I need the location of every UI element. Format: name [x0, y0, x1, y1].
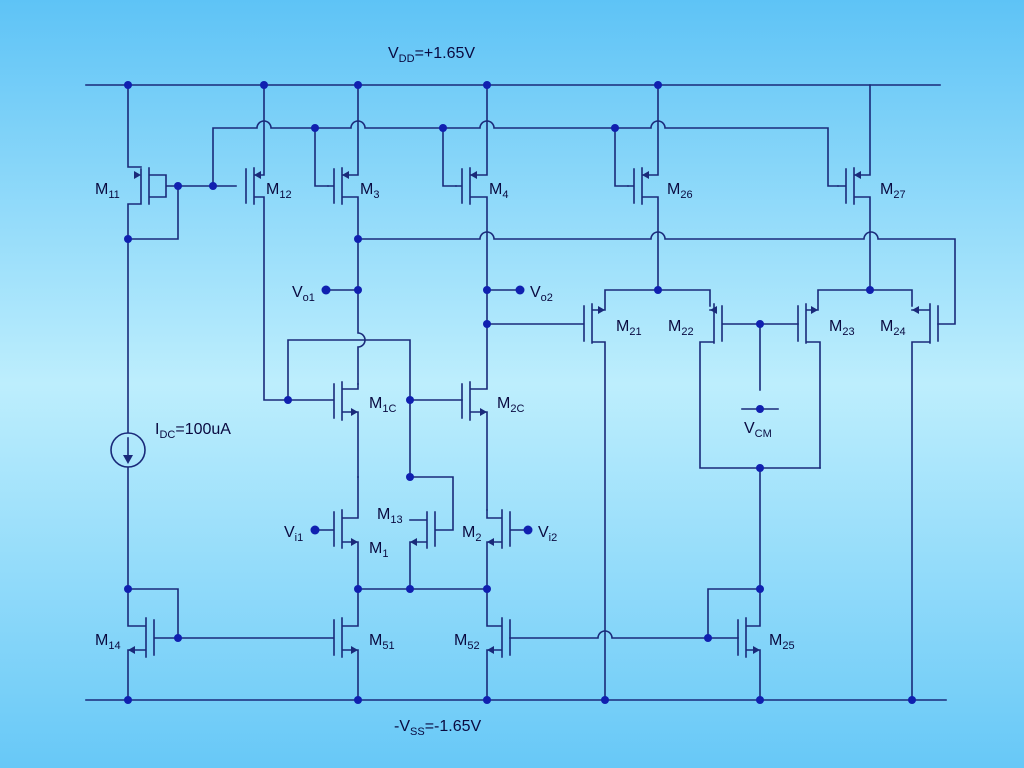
- label-m13: M13: [377, 506, 403, 526]
- label-m52: M52: [454, 632, 480, 652]
- transistor-m13: [409, 399, 454, 590]
- idc-label: IDC=100uA: [155, 421, 231, 441]
- cmfb-line: [357, 231, 956, 325]
- rails: [85, 84, 947, 701]
- transistor-m14: [127, 238, 179, 701]
- label-vo2: Vo2: [530, 284, 553, 304]
- transistor-m23-m24: [797, 289, 939, 701]
- label-m1c: M1C: [369, 395, 396, 415]
- current-source-idc: [110, 432, 146, 468]
- label-m2c: M2C: [497, 395, 524, 415]
- transistor-m1: [314, 476, 359, 590]
- transistor-m27: [837, 84, 871, 291]
- label-m4: M4: [489, 181, 508, 201]
- junction-dots: [124, 81, 916, 704]
- vcm-node: [741, 323, 779, 410]
- label-m3: M3: [360, 181, 379, 201]
- label-vi1: Vi1: [284, 524, 303, 544]
- label-m11: M11: [95, 181, 120, 201]
- label-m25: M25: [769, 632, 795, 652]
- transistor-m52: [486, 588, 739, 701]
- pmos-bias-line: [177, 120, 839, 187]
- transistor-m1c: [287, 339, 463, 478]
- transistor-m51: [177, 588, 359, 701]
- transistor-m25: [707, 467, 761, 701]
- label-m22: M22: [668, 318, 694, 338]
- transistor-m2: [357, 509, 529, 590]
- labels: VDD=+1.65V -VSS=-1.65V IDC=100uA M11 M12…: [95, 45, 906, 738]
- label-m12: M12: [266, 181, 292, 201]
- transistor-m3: [327, 84, 359, 240]
- transistor-m4: [455, 84, 488, 291]
- label-m51: M51: [369, 632, 395, 652]
- vdd-label: VDD=+1.65V: [388, 45, 475, 65]
- label-m26: M26: [667, 181, 693, 201]
- label-m27: M27: [880, 181, 906, 201]
- transistor-m12: [245, 84, 289, 401]
- label-m1: M1: [369, 540, 388, 560]
- label-m23: M23: [829, 318, 855, 338]
- label-m21: M21: [616, 318, 642, 338]
- label-vi2: Vi2: [538, 524, 557, 544]
- label-m2: M2: [462, 524, 481, 544]
- label-vcm: VCM: [744, 420, 772, 440]
- output-taps: [325, 238, 521, 385]
- vss-label: -VSS=-1.65V: [394, 718, 482, 738]
- label-vo1: Vo1: [292, 284, 315, 304]
- transistor-m2c: [461, 289, 488, 511]
- transistor-m26: [627, 84, 659, 291]
- transistor-m11: [127, 84, 179, 240]
- label-m14: M14: [95, 632, 121, 652]
- label-m24: M24: [880, 318, 906, 338]
